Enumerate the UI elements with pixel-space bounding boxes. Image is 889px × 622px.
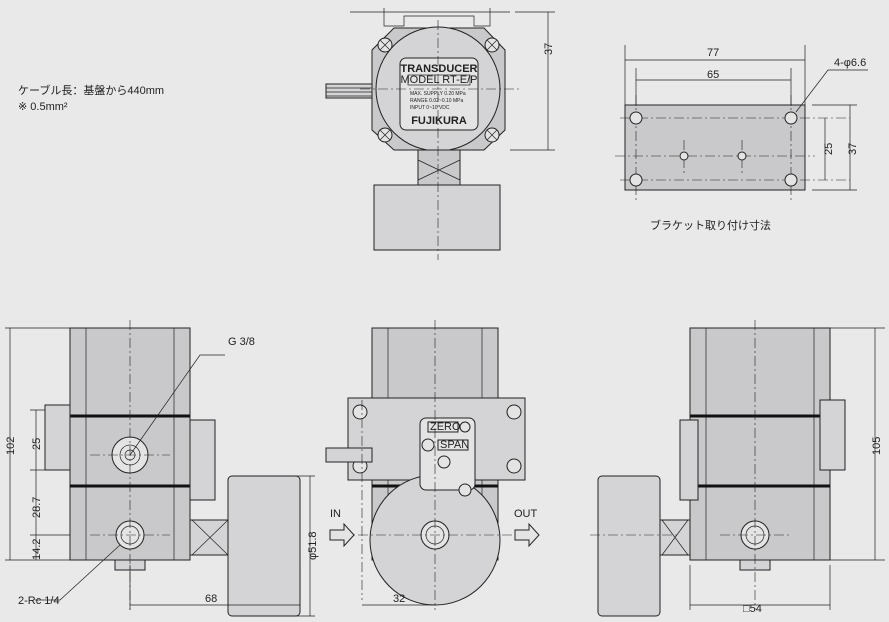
- port-label-g: G 3/8: [228, 336, 255, 348]
- bracket-holes: 4-φ6.6: [834, 57, 866, 69]
- screw-icons: [377, 37, 500, 143]
- in-arrow-icon: [329, 522, 355, 548]
- nameplate-supply: MAX. SUPPLY 0.20 MPa: [410, 91, 466, 97]
- front-dim-28-7: 28.7: [31, 497, 43, 518]
- nameplate-title: TRANSDUCER: [401, 63, 478, 75]
- port-label-rc: 2-Rc 1/4: [18, 595, 60, 607]
- bracket-caption: ブラケット取り付け寸法: [650, 218, 771, 232]
- front-dim-102: 102: [5, 437, 17, 455]
- front-dim-68: 68: [205, 593, 217, 605]
- wire-size-note: ※ 0.5mm²: [18, 101, 68, 113]
- cable-length-note: ケーブル長：基盤から440mm: [18, 83, 164, 97]
- out-arrow-icon: [514, 522, 540, 548]
- bracket-view: 77 65 4-φ6.6 25 37 ブラケット取り付け寸法: [615, 45, 868, 232]
- zero-label: ZERO: [430, 421, 461, 433]
- right-view: 105 □54: [590, 320, 885, 617]
- out-label: OUT: [514, 508, 538, 520]
- right-dim-54: □54: [743, 603, 762, 615]
- in-label: IN: [330, 508, 341, 520]
- bracket-dim-37: 37: [847, 143, 859, 155]
- front-dim-gauge: φ51.8: [307, 531, 319, 560]
- front-dim-25: 25: [31, 438, 43, 450]
- front-dim-14-2: 14.2: [31, 539, 43, 560]
- bracket-dim-65: 65: [707, 69, 719, 81]
- span-label: SPAN: [440, 439, 469, 451]
- bracket-dim-25: 25: [823, 143, 835, 155]
- nameplate-input: INPUT 0~10 VDC: [410, 105, 450, 111]
- nameplate-range: RANGE 0.02~0.10 MPa: [410, 98, 463, 104]
- side-view: ZERO SPAN IN OUT 32: [325, 320, 540, 610]
- front-view: G 3/8 2-Rc 1/4 102 25 28.7 14.2 68 φ51.8: [5, 320, 319, 617]
- top-dim-height: 37: [543, 43, 555, 55]
- right-dim-105: 105: [871, 437, 883, 455]
- side-dim-32: 32: [393, 593, 405, 605]
- top-view: TRANSDUCER MODEL RT-E/P MAX. SUPPLY 0.20…: [325, 8, 555, 260]
- nameplate-brand: FUJIKURA: [411, 115, 467, 127]
- nameplate-model: MODEL RT-E/P: [400, 74, 477, 86]
- bracket-dim-77: 77: [707, 47, 719, 59]
